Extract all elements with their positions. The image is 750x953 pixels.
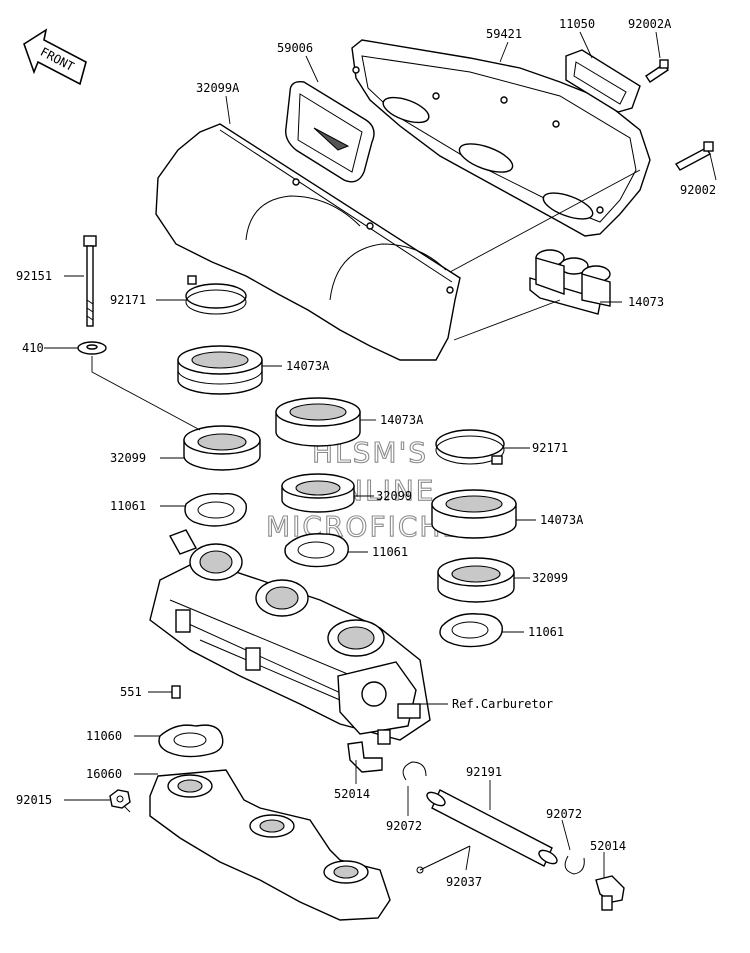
callout-11050: 11050 [559,17,595,31]
callout-92015: 92015 [16,793,52,807]
callout-11060: 11060 [86,729,122,743]
leader-lines [44,31,717,878]
callout-59421: 59421 [486,27,522,41]
callout-11061-middle: 11061 [372,545,408,559]
bolt-92002A [645,59,669,83]
tie-92037 [416,845,471,874]
fitting-52014-lower [595,875,625,911]
callout-32099-left: 32099 [110,451,146,465]
callout-92002: 92002 [680,183,716,197]
washer-410 [77,341,107,355]
callout-59006: 59006 [277,41,313,55]
ring-14073A-middle [275,397,361,447]
nut-92015 [109,789,131,809]
callout-92191: 92191 [466,765,502,779]
callout-labels: 11050 92002A 59006 59421 32099A 92002 92… [16,17,716,889]
callout-92151: 92151 [16,269,52,283]
callout-92171-left: 92171 [110,293,146,307]
ring-14073A-left [177,345,263,395]
callout-52014-lower: 52014 [590,839,626,853]
callout-52014-upper: 52014 [334,787,370,801]
manifold-16060 [149,769,391,921]
hose-92191 [426,789,558,867]
clip-92072-lower [564,855,585,875]
bolt-92151 [83,235,97,327]
callout-14073A-right: 14073A [540,513,584,527]
clip-92072-upper [402,761,427,781]
seal-32099-right [437,557,515,603]
carburetor-assembly [149,529,431,741]
duct-14073 [529,249,611,315]
front-arrow-icon [23,28,87,86]
plate-11050 [565,49,641,113]
clamp-92171-right [435,429,505,465]
clamp-92171-left [185,275,247,315]
callout-16060: 16060 [86,767,122,781]
front-arrow: FRONT [23,28,87,86]
callout-32099-right: 32099 [532,571,568,585]
callout-410: 410 [22,341,44,355]
seal-32099-left [183,425,261,471]
gasket-11060 [158,724,224,758]
fitting-52014-upper [347,729,391,773]
gasket-11061-middle [284,533,349,568]
callout-11061-right: 11061 [528,625,564,639]
filter-32099A [155,123,461,361]
callout-551: 551 [120,685,142,699]
callout-14073A-left: 14073A [286,359,330,373]
callout-ref-carburetor: Ref.Carburetor [452,697,553,711]
callout-92171-right: 92171 [532,441,568,455]
callout-11061-left: 11061 [110,499,146,513]
gasket-11061-right [439,613,503,648]
callout-92002A: 92002A [628,17,672,31]
callout-92037: 92037 [446,875,482,889]
airbox-plate-59421 [351,39,651,237]
pin-551 [171,685,181,699]
callout-32099A: 32099A [196,81,240,95]
callout-14073A-middle: 14073A [380,413,424,427]
callout-14073: 14073 [628,295,664,309]
seal-32099-middle [281,473,355,513]
callout-32099-middle: 32099 [376,489,412,503]
ring-14073A-right [431,489,517,539]
callout-92072-upper: 92072 [386,819,422,833]
gasket-11061-left [184,493,247,527]
bolt-92002 [674,141,714,171]
gasket-59006 [285,81,375,183]
callout-92072-lower: 92072 [546,807,582,821]
